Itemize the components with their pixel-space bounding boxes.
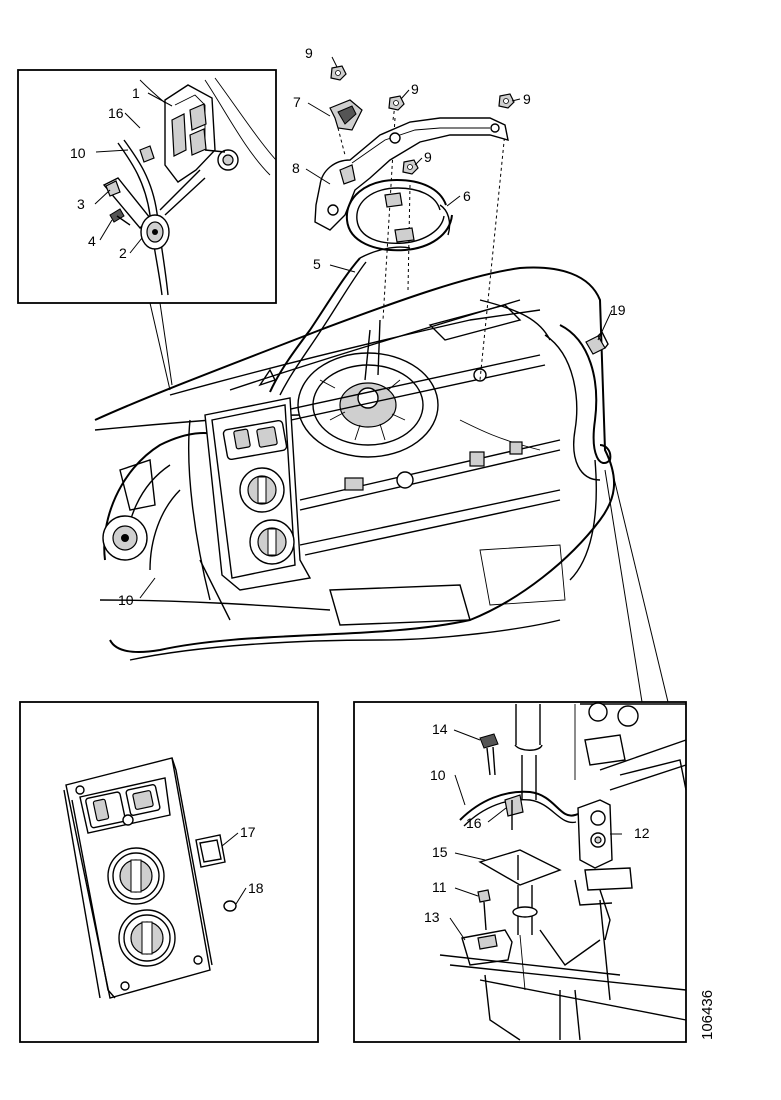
ring-part-6 bbox=[345, 178, 453, 252]
callout-10-routing: 10 bbox=[430, 767, 446, 783]
nut-9-right bbox=[498, 93, 515, 109]
callout-10-main: 10 bbox=[118, 592, 134, 608]
switch-part-17 bbox=[195, 834, 226, 868]
clip-part-7 bbox=[329, 99, 363, 131]
callout-1: 1 bbox=[132, 85, 140, 101]
nut-9-top bbox=[330, 65, 347, 81]
callout-17: 17 bbox=[240, 824, 256, 840]
callout-3: 3 bbox=[77, 196, 85, 212]
callout-4: 4 bbox=[88, 233, 96, 249]
control-cable-5 bbox=[269, 257, 361, 393]
nut-9-low bbox=[402, 159, 419, 175]
callout-7: 7 bbox=[293, 94, 301, 110]
callout-11: 11 bbox=[432, 879, 447, 895]
callout-16-routing: 16 bbox=[466, 815, 482, 831]
callout-5: 5 bbox=[313, 256, 321, 272]
callout-9-top: 9 bbox=[305, 45, 313, 61]
inset-control-panel bbox=[19, 701, 319, 1043]
callout-9-mid: 9 bbox=[411, 81, 419, 97]
callout-10-inset: 10 bbox=[70, 145, 86, 161]
leader-lines bbox=[94, 56, 622, 941]
callout-12: 12 bbox=[634, 825, 650, 841]
reference-number: 106436 bbox=[699, 990, 716, 1040]
callout-16-inset: 16 bbox=[108, 105, 124, 121]
housing-part-13 bbox=[461, 929, 513, 966]
dashboard-assembly bbox=[94, 104, 616, 661]
inset-cable-routing bbox=[353, 469, 687, 1043]
screw-part-14 bbox=[479, 733, 499, 776]
nut-9-mid bbox=[388, 95, 405, 111]
inset-cable-mechanism bbox=[17, 69, 277, 391]
plug-part-19 bbox=[585, 330, 609, 355]
mechanism-part-12 bbox=[574, 799, 633, 941]
bulb-part-18 bbox=[223, 900, 237, 912]
callout-2: 2 bbox=[119, 245, 127, 261]
callout-9-right: 9 bbox=[523, 91, 531, 107]
callout-15: 15 bbox=[432, 844, 448, 860]
callout-13: 13 bbox=[424, 909, 440, 925]
callout-19: 19 bbox=[610, 302, 626, 318]
callout-8: 8 bbox=[292, 160, 300, 176]
callout-labels: 1 16 10 3 4 2 9 9 9 9 7 8 6 5 19 10 17 1… bbox=[70, 45, 650, 925]
callout-6: 6 bbox=[463, 188, 471, 204]
callout-9-low: 9 bbox=[424, 149, 432, 165]
callout-14: 14 bbox=[432, 721, 448, 737]
callout-18: 18 bbox=[248, 880, 264, 896]
top-bracket-parts bbox=[269, 65, 609, 396]
